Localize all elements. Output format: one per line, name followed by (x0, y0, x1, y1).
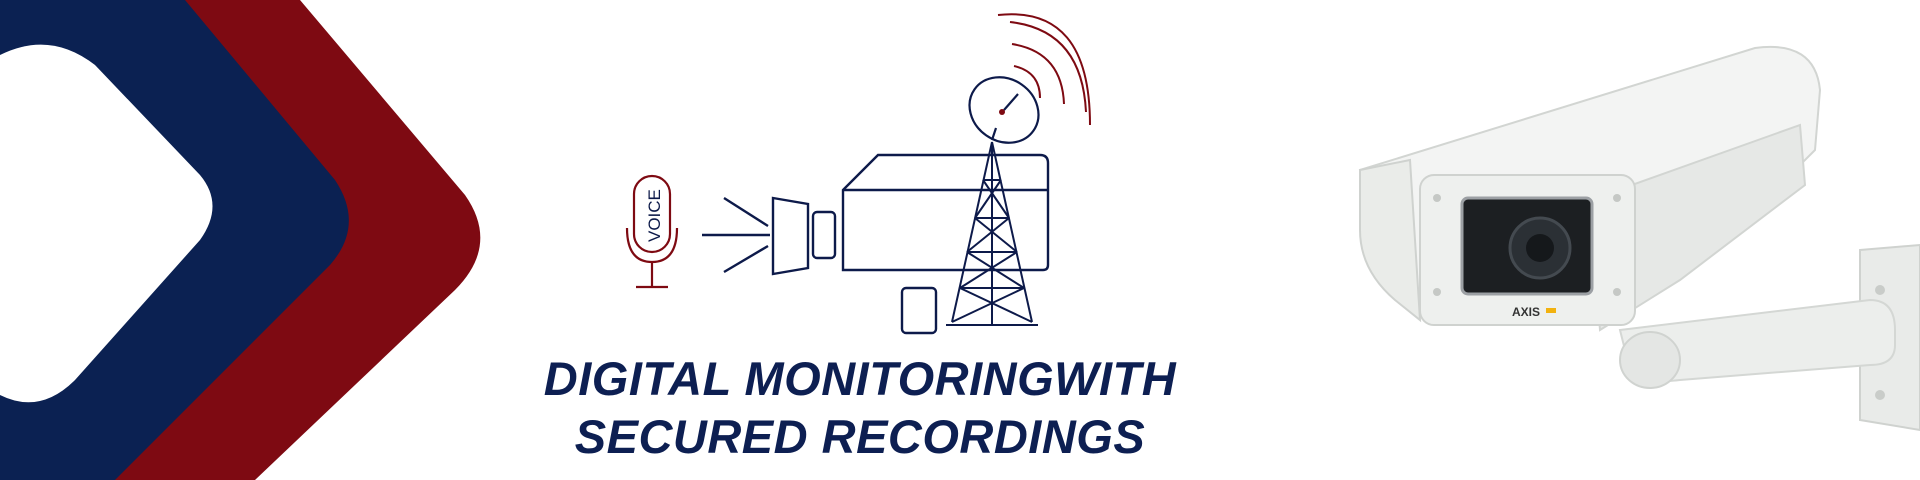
headline-line-2: SECURED RECORDINGS (574, 410, 1146, 463)
signal-waves-icon (997, 13, 1091, 126)
sun-shield (1359, 158, 1422, 323)
headline-line-1: DIGITAL MONITORINGWITH (543, 352, 1177, 405)
maroon-chevron (90, 0, 481, 480)
radio-tower-icon (946, 141, 1038, 326)
decorative-chevron-shapes (0, 0, 481, 480)
mic-label: VOICE (645, 189, 664, 242)
headline: DIGITAL MONITORINGWITH SECURED RECORDING… (470, 350, 1250, 466)
white-rounded-diamond (0, 44, 213, 403)
dish-feed (999, 109, 1005, 115)
video-camera-icon (702, 153, 1050, 335)
camera-brand-label: AXIS (1512, 305, 1540, 319)
microphone-icon (625, 174, 679, 289)
satellite-dish-icon (968, 76, 1040, 144)
